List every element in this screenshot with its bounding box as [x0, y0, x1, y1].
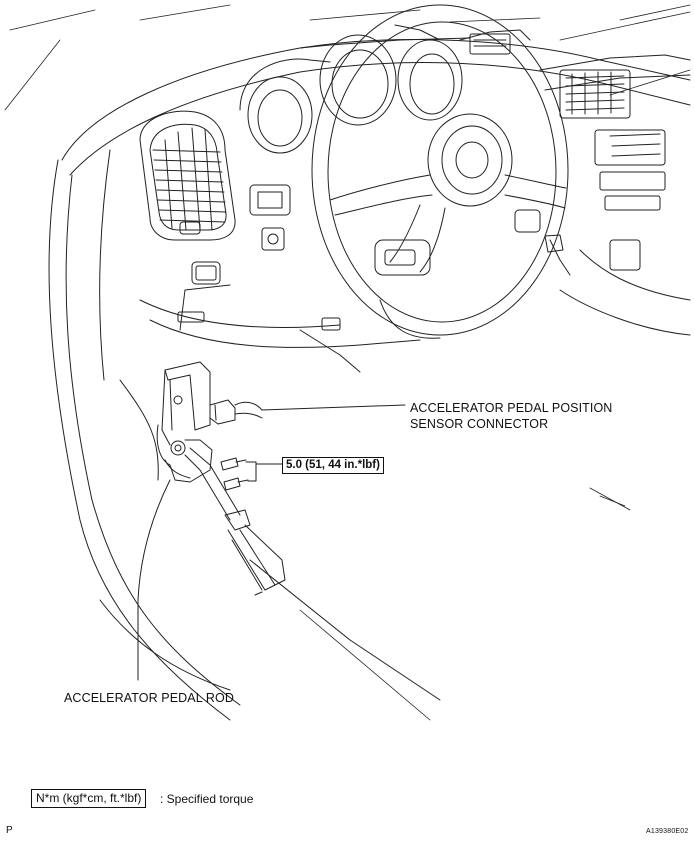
air-vent-left	[139, 110, 236, 241]
sensor-connector-label-line1: ACCELERATOR PEDAL POSITION	[410, 401, 613, 415]
pedal-rod-label: ACCELERATOR PEDAL ROD	[64, 691, 234, 705]
sensor-connector-label-line2: SENSOR CONNECTOR	[410, 417, 549, 431]
torque-legend-description: : Specified torque	[160, 792, 254, 806]
corner-mark: P	[6, 825, 13, 836]
steering-wheel	[311, 4, 569, 339]
center-stack	[459, 29, 691, 336]
accelerator-pedal-assembly	[156, 361, 286, 596]
figure-id: A139380E02	[646, 828, 689, 835]
sensor-connector-label: ACCELERATOR PEDAL POSITION SENSOR CONNEC…	[410, 400, 612, 432]
bolt-torque-label: 5.0 (51, 44 in.*lbf)	[282, 457, 384, 474]
torque-unit-legend-box: N*m (kgf*cm, ft.*lbf)	[31, 789, 147, 808]
instrument-cluster	[239, 24, 463, 154]
dash-switches	[177, 184, 341, 331]
leader-lines	[137, 404, 406, 681]
dashboard-outline	[4, 4, 691, 721]
